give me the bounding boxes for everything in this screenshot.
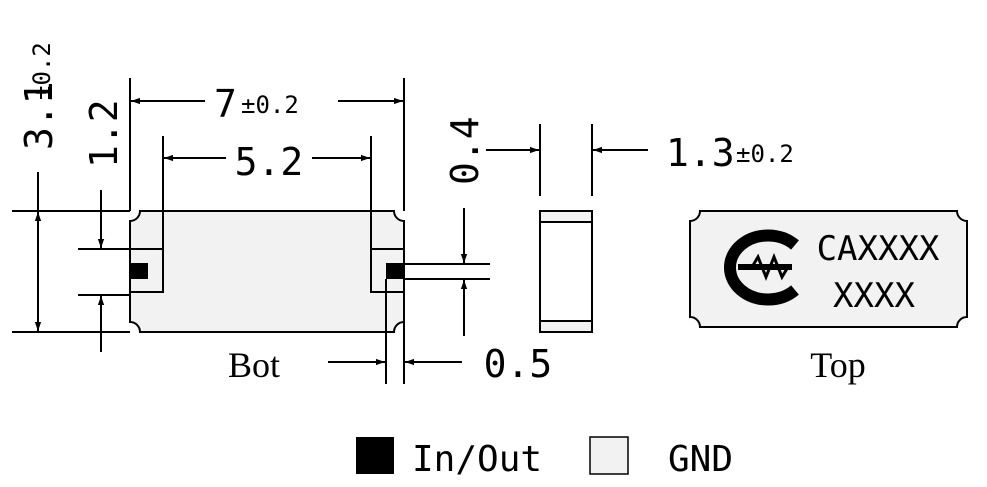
dim-pad-span-value: 5.2 [235,140,304,184]
dim-length-value: 7 [214,82,237,126]
legend-gnd-swatch [589,436,629,475]
dim-side-height-value: 0.4 [443,116,487,185]
dim-pad-height [78,190,130,352]
dim-thickness-value: 1.3 [666,131,735,175]
side-top-band [539,210,593,223]
side-bottom-band [539,320,593,333]
dim-height-tolerance: ±0.2 [28,42,56,100]
legend-gnd-label: GND [668,439,733,480]
legend: In/Out GND [356,436,733,480]
dim-height [12,172,130,333]
dim-pad-height-value: 1.2 [82,99,126,168]
legend-io-label: In/Out [412,439,542,480]
dim-height-value: 3.1 [17,81,61,150]
legend-io-swatch [356,437,394,474]
side-body [539,210,593,333]
dim-length [129,78,405,211]
bottom-body-outline [129,210,405,333]
dim-pad-width-value: 0.5 [484,342,553,386]
right-io-pad [386,263,404,279]
dim-thickness [486,124,648,196]
dim-side-height [404,208,490,336]
dim-pad-width [328,279,462,384]
dim-pad-span [162,136,372,249]
dim-length-tolerance: ±0.2 [241,91,299,119]
bottom-view-label: Bot [228,345,280,385]
left-io-pad [130,263,148,279]
marking-line-2: XXXX [833,276,915,316]
side-view [539,210,593,333]
top-view-label: Top [810,345,865,385]
bottom-view: Bot [129,210,405,385]
company-logo-icon [724,229,799,306]
dim-thickness-tolerance: ±0.2 [736,140,794,168]
top-view: CAXXXX XXXX Top [689,210,968,385]
marking-line-1: CAXXXX [817,229,940,269]
